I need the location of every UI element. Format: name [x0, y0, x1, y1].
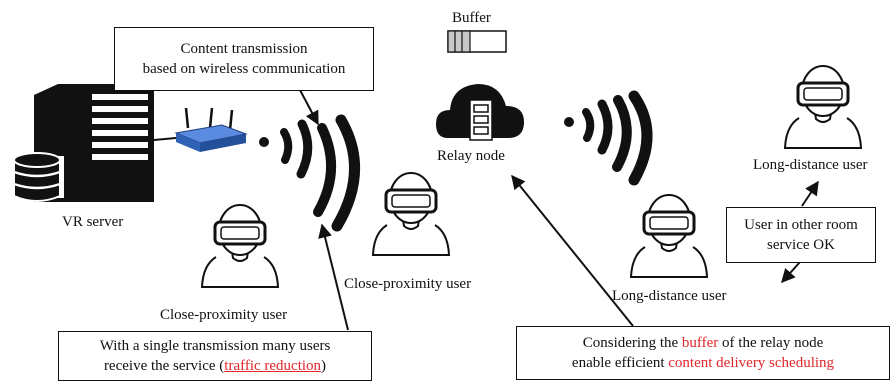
scheduling-highlight: content delivery scheduling	[668, 355, 835, 371]
traffic-reduction-line2-b: )	[321, 358, 327, 374]
vr-headset-user-icon-long	[629, 193, 709, 279]
vr-headset-user-icon-far	[783, 64, 863, 150]
cloud-icon	[436, 84, 524, 141]
other-room-callout: User in other room service OK	[726, 207, 876, 263]
buffer-icon	[447, 30, 507, 53]
other-room-line2: service OK	[767, 237, 835, 253]
traffic-reduction-highlight: traffic reduction	[224, 358, 322, 374]
buffer-highlight: buffer	[681, 335, 719, 351]
buffer-scheduling-callout: Considering the buffer of the relay node…	[516, 326, 890, 380]
vr-headset-user-icon	[200, 203, 280, 289]
buffer-scheduling-line1-b: of the relay node	[718, 335, 824, 351]
arrow-other-room-down	[781, 261, 801, 284]
arrow-transmission	[299, 89, 319, 126]
buffer-scheduling-line2: enable efficient content delivery schedu…	[517, 353, 889, 373]
buffer-scheduling-line1: Considering the buffer of the relay node	[517, 333, 889, 353]
transmission-callout: Content transmission based on wireless c…	[114, 27, 374, 91]
traffic-reduction-line2: receive the service (traffic reduction)	[59, 356, 371, 376]
vr-headset-user-icon-center	[371, 171, 451, 257]
arrow-other-room-up	[801, 180, 819, 207]
wifi-icon-right	[564, 90, 653, 186]
arrow-traffic-reduction	[318, 223, 349, 331]
traffic-reduction-callout: With a single transmission many users re…	[58, 331, 372, 381]
buffer-scheduling-line1-a: Considering the	[582, 335, 682, 351]
other-room-line1: User in other room	[744, 217, 858, 233]
router-icon	[153, 107, 248, 152]
close-user-center-label: Close-proximity user	[344, 276, 472, 292]
long-user-right-label: Long-distance user	[753, 157, 868, 173]
transmission-callout-line2: based on wireless communication	[142, 61, 346, 77]
close-user-left-label: Close-proximity user	[160, 307, 288, 323]
buffer-scheduling-line2-a: enable efficient	[571, 355, 669, 371]
traffic-reduction-line1: With a single transmission many users	[99, 338, 331, 354]
vr-server-label: VR server	[62, 214, 124, 230]
long-user-center-label: Long-distance user	[612, 288, 727, 304]
database-icon	[12, 152, 64, 202]
arrow-buffer-scheduling	[511, 174, 634, 327]
buffer-label: Buffer	[452, 10, 491, 26]
relay-node-label: Relay node	[437, 148, 505, 164]
wifi-icon	[259, 114, 361, 232]
transmission-callout-line1: Content transmission	[180, 41, 308, 57]
traffic-reduction-line2-a: receive the service (	[103, 358, 225, 374]
